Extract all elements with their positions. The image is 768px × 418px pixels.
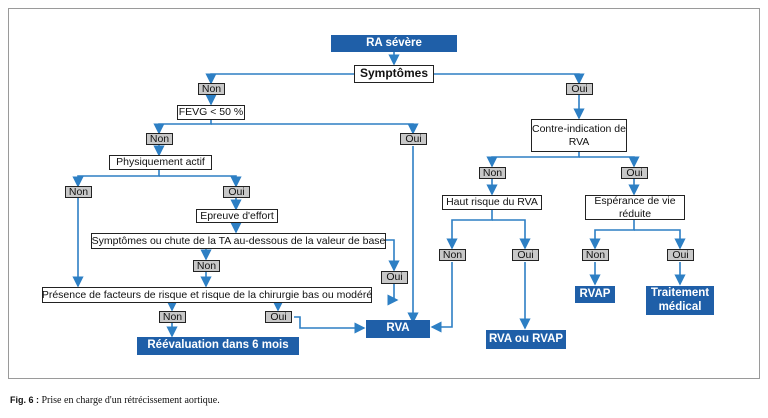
caption-text: Prise en charge d'un rétrécissement aort… (41, 395, 220, 406)
label-contra-yes: Oui (621, 167, 648, 179)
node-life-expectancy-reduced: Espérance de vie réduite (585, 195, 685, 220)
label-life-yes: Oui (667, 249, 694, 261)
label-highrisk-no: Non (439, 249, 466, 261)
edge-drop-yes (386, 239, 400, 272)
node-physically-active: Physiquement actif (109, 155, 212, 170)
edge-fevg-no (153, 119, 212, 135)
node-rvap: RVAP (575, 286, 615, 303)
node-symptoms-or-bp-drop: Symptômes ou chute de la TA au-dessous d… (91, 233, 386, 249)
caption-label: Fig. 6 : (10, 395, 39, 405)
label-active-yes: Oui (223, 186, 250, 198)
edge-contra-yes (579, 156, 640, 168)
label-fevg-no: Non (146, 133, 173, 145)
edge-life-no (589, 219, 635, 250)
label-active-no: Non (65, 186, 92, 198)
label-symptoms-yes: Oui (566, 83, 593, 95)
edge-active-no (72, 169, 160, 188)
node-risk-factors: Présence de facteurs de risque et risque… (42, 287, 372, 303)
label-symptoms-no: Non (198, 83, 225, 95)
edge-highrisk-no-rva (430, 262, 453, 333)
label-drop-no: Non (193, 260, 220, 272)
node-reevaluation: Réévaluation dans 6 mois (137, 337, 299, 355)
label-life-no: Non (582, 249, 609, 261)
node-rva-or-rvap: RVA ou RVAP (486, 330, 566, 349)
node-medical-treatment: Traitement médical (646, 286, 714, 315)
edge-life-yes (634, 229, 686, 250)
label-fevg-yes: Oui (400, 133, 427, 145)
edge-contra-no (486, 152, 580, 168)
label-risk-no: Non (159, 311, 186, 323)
edge-active-yes (159, 175, 242, 188)
edge-symptoms-no (205, 73, 354, 85)
label-risk-yes: Oui (265, 311, 292, 323)
node-fevg: FEVG < 50 % (177, 105, 245, 120)
node-symptoms: Symptômes (354, 65, 434, 83)
edge-drop-yes-rva (387, 284, 399, 306)
edge-symptoms-yes (434, 73, 585, 85)
node-high-risk-rva: Haut risque du RVA (442, 195, 542, 210)
label-contra-no: Non (479, 167, 506, 179)
label-drop-yes: Oui (381, 271, 408, 284)
node-stress-test: Epreuve d'effort (196, 209, 278, 223)
edge-highrisk-yes (492, 219, 531, 250)
node-contraindication-rva: Contre-indication de RVA (531, 119, 627, 152)
figure-caption: Fig. 6 : Prise en charge d'un rétrécisse… (10, 395, 220, 406)
node-rva: RVA (366, 320, 430, 338)
label-highrisk-yes: Oui (512, 249, 539, 261)
edge-risk-yes-rva (294, 316, 366, 334)
edge-fevg-yes (211, 123, 419, 135)
node-ra-severe: RA sévère (331, 35, 457, 52)
edge-highrisk-no (446, 209, 493, 250)
